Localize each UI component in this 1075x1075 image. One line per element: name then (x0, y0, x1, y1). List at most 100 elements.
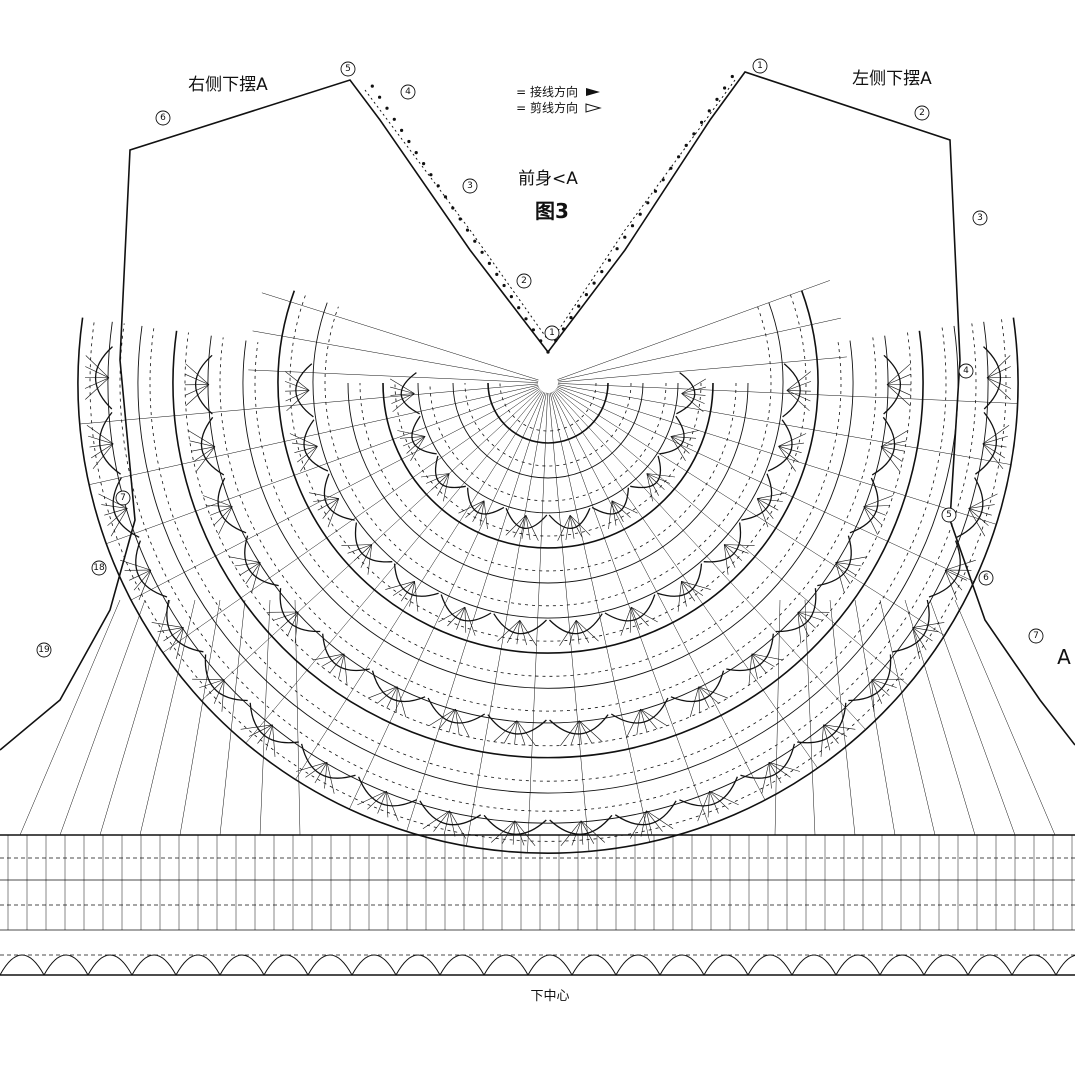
shell-stitch (880, 430, 909, 447)
shell-stitch (863, 505, 890, 507)
shell-stitch (313, 653, 345, 661)
shell-stitch (392, 581, 415, 596)
shell-stitch (202, 495, 233, 507)
chain-row (254, 342, 842, 677)
shell-stitch (575, 620, 580, 645)
shell-stitch (823, 724, 856, 730)
shell-stitch (289, 433, 318, 447)
shell-stitch (399, 436, 426, 439)
shell-stitch (101, 504, 128, 509)
shell-arc (703, 522, 742, 563)
side-lattice (954, 599, 1056, 836)
shell-stitch (85, 377, 110, 400)
shell-stitch (681, 581, 687, 607)
shell-arc (549, 714, 609, 735)
shell-stitch (863, 495, 894, 507)
shell-stitch (525, 515, 539, 541)
shell-stitch (209, 506, 233, 516)
shell-stitch (324, 762, 328, 789)
shell-stitch (640, 810, 647, 837)
row-marker-number: 6 (983, 573, 989, 583)
shell-stitch (213, 506, 233, 526)
shell-arc (549, 814, 613, 835)
spoke-line (548, 392, 590, 852)
side-lattice (829, 599, 856, 836)
shell-stitch (571, 820, 582, 846)
shell-stitch (968, 508, 986, 537)
shell-stitch (640, 708, 658, 730)
shell-stitch (420, 473, 450, 478)
shell-stitch (514, 720, 518, 745)
shell-stitch (104, 508, 128, 516)
shell-stitch (185, 363, 210, 385)
shell-stitch (636, 709, 641, 736)
chain-row (149, 327, 947, 782)
shell-stitch (786, 390, 811, 402)
shell-stitch (698, 686, 719, 704)
stitch-dot (407, 139, 411, 144)
hem-scallop (395, 954, 441, 976)
shell-stitch (438, 606, 466, 623)
shell-stitch (797, 611, 802, 644)
shell-stitch (377, 686, 398, 704)
spoke-line (162, 388, 540, 653)
shell-stitch (400, 581, 415, 602)
ring-line (487, 382, 609, 444)
shell-stitch (229, 556, 261, 563)
hem-scallop (835, 954, 881, 976)
shell-stitch (751, 653, 783, 661)
stitch-dot (715, 97, 719, 101)
shell-stitch (689, 686, 699, 718)
shell-stitch (505, 514, 527, 536)
shell-stitch (516, 620, 521, 645)
shell-stitch (199, 679, 225, 688)
row-marker-number: 1 (549, 328, 555, 338)
shell-stitch (871, 679, 883, 704)
shell-stitch (272, 724, 276, 757)
shell-stitch (823, 724, 839, 744)
shell-stitch (84, 377, 110, 389)
shell-stitch (92, 443, 114, 469)
shell-stitch (305, 762, 328, 778)
shell-stitch (982, 443, 1007, 448)
hem-scallop (219, 954, 265, 976)
shell-stitch (329, 653, 345, 674)
shell-stitch (397, 686, 407, 718)
hem-scallop (87, 954, 133, 976)
shell-stitch (360, 544, 373, 568)
shell-stitch (308, 492, 339, 499)
spoke-line (553, 391, 818, 769)
stitch-dot (646, 201, 650, 205)
hem-scallop (351, 954, 397, 976)
shell-stitch (863, 506, 883, 526)
shell-stitch (575, 620, 590, 643)
shell-stitch (245, 562, 261, 585)
stitch-dot (400, 128, 404, 132)
shell-stitch (681, 581, 711, 590)
shell-stitch (723, 544, 743, 561)
shell-arc (679, 776, 739, 807)
shell-stitch (377, 791, 387, 814)
shell-stitch (189, 440, 216, 447)
shell-stitch (768, 762, 772, 789)
shell-arc (322, 633, 370, 671)
shell-stitch (768, 762, 782, 784)
shell-stitch (709, 790, 739, 806)
shell-stitch (506, 620, 521, 643)
stitch-dot (414, 151, 418, 155)
shell-stitch (748, 653, 753, 686)
shell-arc (740, 743, 796, 779)
shell-stitch (724, 544, 755, 546)
row-marker-circle (340, 61, 356, 77)
shell-stitch (90, 443, 114, 459)
bottom-center-label: 下中心 (530, 989, 569, 1004)
shell-stitch (497, 620, 521, 642)
shell-arc (630, 455, 662, 489)
shell-stitch (107, 508, 128, 526)
shell-stitch (646, 473, 665, 490)
shell-stitch (187, 430, 216, 447)
shell-stitch (580, 820, 595, 844)
stitch-dot (623, 235, 627, 239)
stitch-dot (465, 228, 470, 232)
shell-stitch (285, 390, 310, 402)
